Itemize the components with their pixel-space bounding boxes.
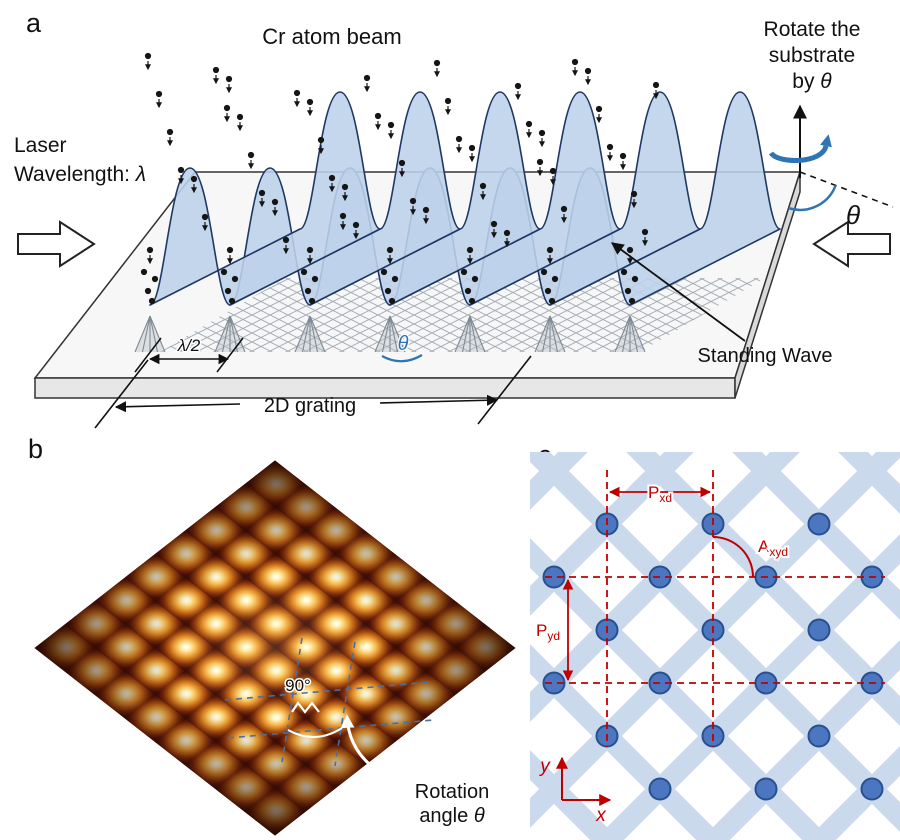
- substrate-front-face: [34, 377, 736, 399]
- rotate-label-line1: Rotate the: [764, 18, 861, 41]
- rotate-label-line3: by θ: [792, 70, 832, 93]
- laser-arrow-left: [17, 220, 96, 268]
- ninety-degree-label: 90°: [285, 676, 311, 695]
- grating-fans: [134, 315, 646, 353]
- rotation-angle-arrow: [340, 714, 421, 792]
- laser-label-line1: Laser: [14, 134, 67, 157]
- y-axis-label: y: [538, 756, 551, 777]
- pyd-label: Pyd: [536, 621, 560, 643]
- atom-beam-dots: [144, 52, 660, 255]
- pxd-label: Pxd: [648, 483, 672, 505]
- rotation-angle-line2: angle θ: [419, 805, 485, 827]
- x-axis-label: x: [595, 805, 607, 826]
- substrate-right-face: [734, 171, 801, 399]
- laser-arrow-right: [812, 220, 891, 268]
- standing-wave-ridges: [149, 91, 781, 306]
- rotation-swirl-icon: [768, 144, 829, 164]
- lattice-guide-lines: [224, 637, 434, 767]
- axyd-label: Axyd: [758, 537, 788, 559]
- lattice-bands: [530, 452, 900, 840]
- rotation-angle-line1: Rotation: [415, 781, 490, 803]
- half-wavelength-dimension: λ/2: [134, 335, 244, 373]
- axyd-angle: Axyd: [712, 535, 790, 578]
- panel-a-label: a: [26, 8, 42, 38]
- angle-arc-icon: [287, 727, 343, 738]
- standing-wave-label: Standing Wave: [698, 345, 833, 367]
- panel-c-lattice: Pxd Pyd Axyd y x: [530, 452, 900, 840]
- half-wavelength-label: λ/2: [177, 336, 201, 355]
- pxd-dimension: Pxd: [608, 481, 712, 507]
- period-guides: [545, 470, 885, 747]
- cr-atom-beam-label: Cr atom beam: [262, 24, 401, 49]
- substrate-theta-label: θ: [846, 200, 860, 230]
- angle-squiggle-icon: [291, 701, 320, 714]
- rotate-label-line2: substrate: [769, 44, 855, 67]
- standing-wave-callout: Standing Wave: [610, 242, 833, 367]
- rotation-axis: θ: [768, 104, 894, 230]
- grating-2d-label: 2D grating: [264, 395, 356, 417]
- panel-b-afm: 90° Rotation angle θ: [20, 445, 530, 840]
- pyd-dimension: Pyd: [534, 578, 574, 682]
- grating-angle-theta: θ: [381, 332, 423, 363]
- panel-b-annotations: 90° Rotation angle θ: [224, 637, 490, 827]
- grating-2d-dimension: 2D grating: [94, 355, 532, 429]
- panel-b-label: b: [28, 434, 44, 464]
- xy-axes: y x: [538, 756, 612, 826]
- grating-theta-label: θ: [398, 333, 409, 355]
- panel-a-schematic: λ/2 θ 2D grating Cr atom beam Laser Wave…: [14, 18, 894, 429]
- laser-label-line2: Wavelength: λ: [14, 163, 146, 186]
